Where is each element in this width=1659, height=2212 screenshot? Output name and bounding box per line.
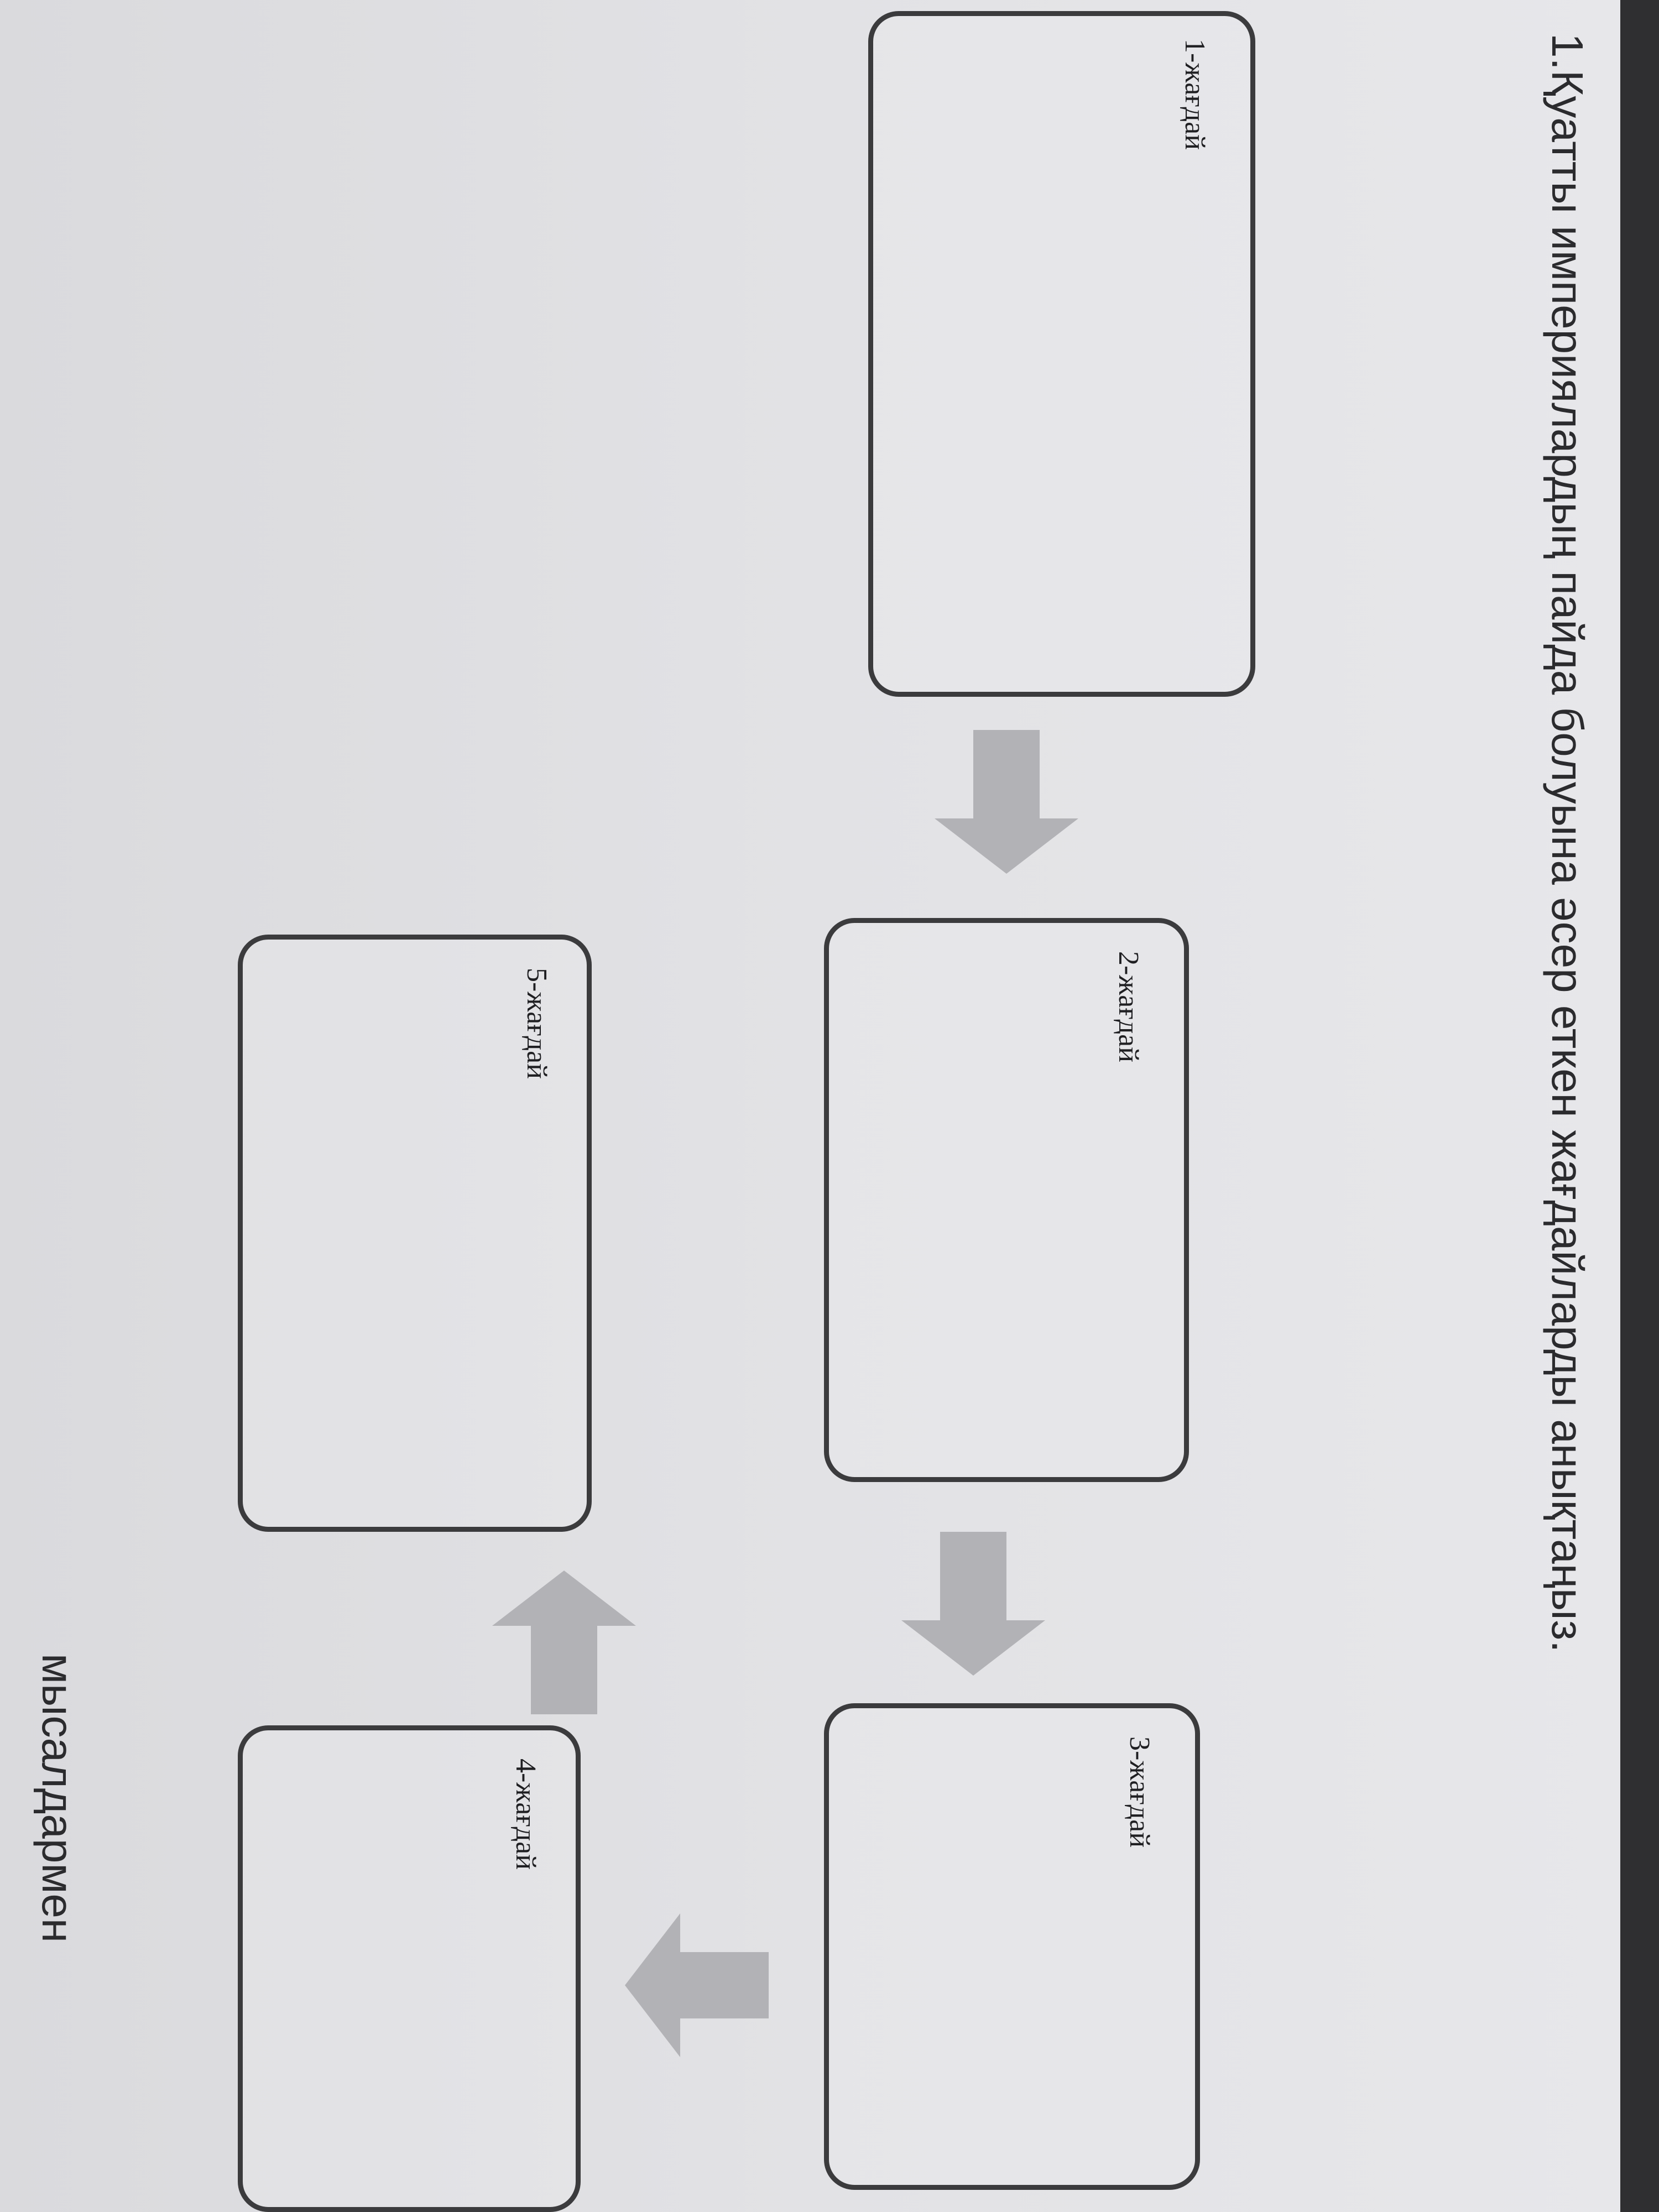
cutoff-bottom-text: мысалдармен xyxy=(33,1653,82,1943)
box-label-1: 1-жағдай xyxy=(1179,39,1211,150)
arrow-up-icon xyxy=(492,1571,636,1714)
arrow-down-icon xyxy=(935,730,1078,874)
task-title: 1.Қуатты империялардың пайда болуына әсе… xyxy=(1543,33,1592,1653)
arrow-down-icon xyxy=(901,1532,1045,1676)
box-label-3: 3-жағдай xyxy=(1124,1736,1155,1848)
arrow-left-icon xyxy=(625,1913,769,2057)
worksheet-page: 1.Қуатты империялардың пайда болуына әсе… xyxy=(0,0,1620,2212)
box-label-2: 2-жағдай xyxy=(1113,951,1144,1063)
box-label-5: 5-жағдай xyxy=(521,968,552,1079)
desk-background xyxy=(1620,0,1659,2212)
box-label-4: 4-жағдай xyxy=(510,1759,541,1870)
